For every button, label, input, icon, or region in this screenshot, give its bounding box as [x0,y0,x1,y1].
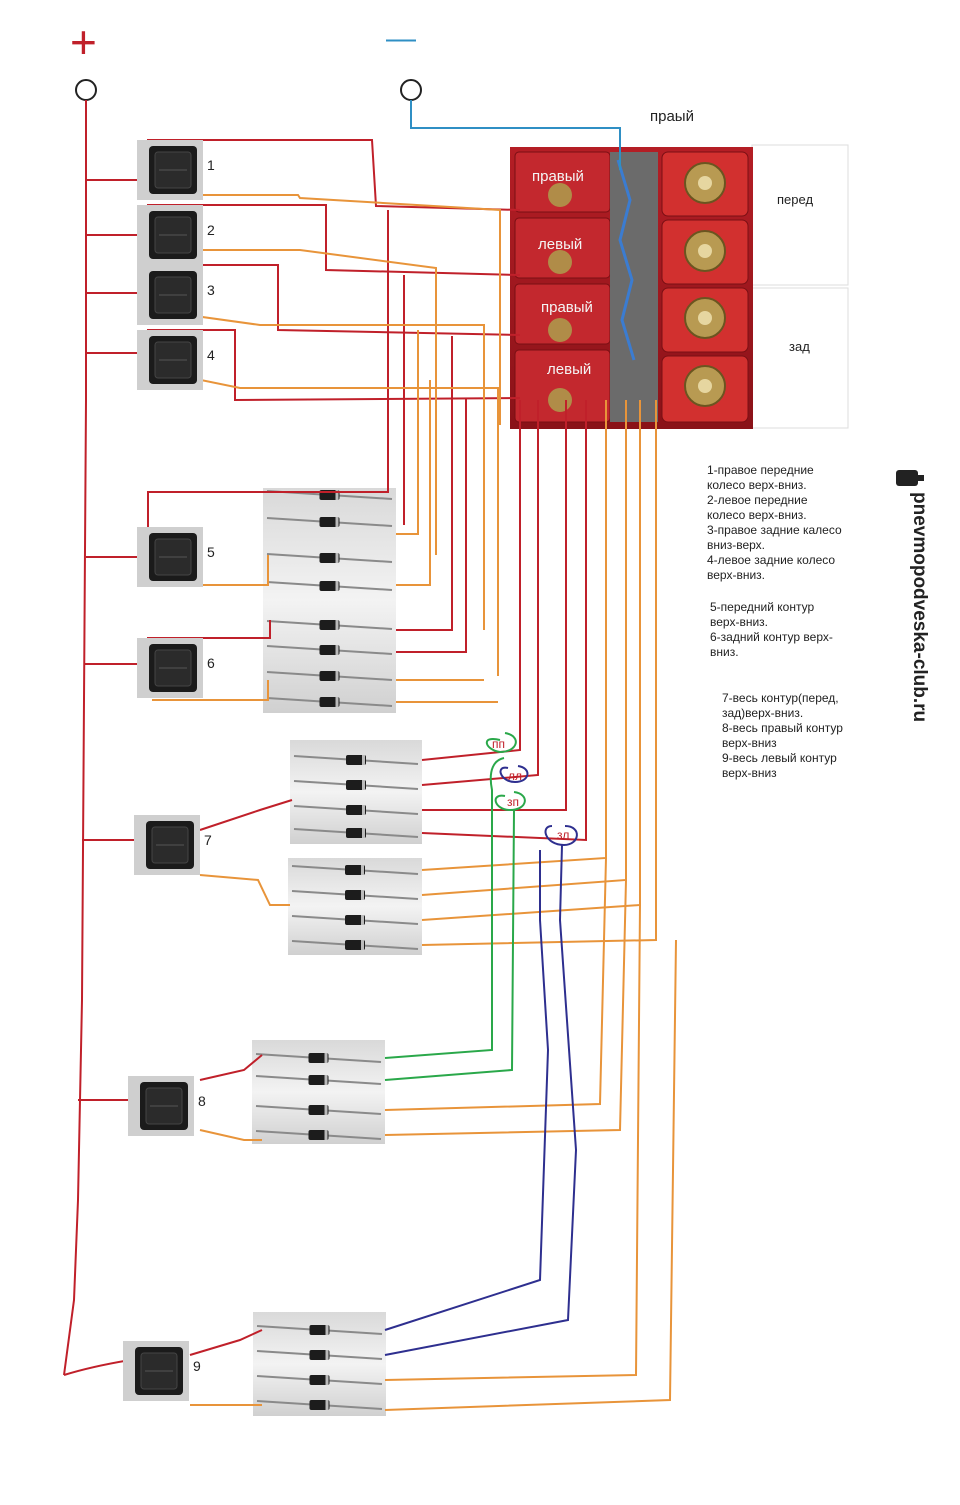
switch-label-7: 7 [204,832,212,848]
valve-block [510,144,849,429]
diode-20 [255,1130,382,1140]
diode-16 [291,940,419,950]
diode-19 [255,1105,382,1115]
diode-23 [256,1375,383,1385]
blue-wire [410,100,621,170]
switch-label-5: 5 [207,544,215,560]
diode-8 [266,697,393,707]
diode-11 [293,805,419,815]
plus-label: + [70,16,97,68]
diode-17 [255,1053,382,1063]
switch-9[interactable]: 9 [123,1341,201,1401]
switch-label-4: 4 [207,347,215,363]
watermark-text: pnevmopodveska-club.ru [909,492,928,722]
diode-2 [266,517,393,527]
diode-3 [266,553,393,563]
legend-full: 7-весь контур(перед, зад)верх-вниз. 8-ве… [722,691,843,780]
switch-6[interactable]: 6 [137,638,215,698]
switch-label-8: 8 [198,1093,206,1109]
switch-1[interactable]: 1 [137,140,215,200]
legend-circuits: 5-передний контур верх-вниз. 6-задний ко… [710,600,833,659]
diode-21 [256,1325,383,1335]
diode-9 [293,755,419,765]
diode-15 [291,915,419,925]
tag-ll: лл [508,769,522,783]
switch-5[interactable]: 5 [137,527,215,587]
diode-18 [255,1075,382,1085]
valve-top-label: праый [650,108,694,125]
switch-3[interactable]: 3 [137,265,215,325]
valve-label-2: левый [538,236,582,253]
diode-14 [291,890,419,900]
navy-wires [384,765,578,1356]
diode-24 [256,1400,383,1410]
switch-2[interactable]: 2 [137,205,215,265]
switch-label-2: 2 [207,222,215,238]
legend-wheels: 1-правое передние колесо верх-вниз. 2-ле… [707,463,842,582]
valve-label-4: левый [547,361,591,378]
tag-zp: зп [507,795,519,809]
diode-7 [266,671,393,681]
watermark-logo-icon [896,470,924,486]
green-wires [384,732,526,1081]
valve-label-1: правый [532,168,584,185]
diode-4 [266,581,393,591]
diode-22 [256,1350,383,1360]
switch-label-1: 1 [207,157,215,173]
diode-5 [266,620,393,630]
switch-7[interactable]: 7 [134,815,212,875]
diodes [255,490,419,1410]
minus-label: — [386,22,416,55]
minus-terminal [400,79,422,101]
front-label: перед [777,192,813,207]
diode-13 [291,865,419,875]
switches: 1 2 3 4 5 6 7 8 9 [123,140,215,1401]
diode-6 [266,645,393,655]
switch-4[interactable]: 4 [137,330,215,390]
plus-terminal [75,79,97,101]
diode-12 [293,828,419,838]
tag-zl: зл [557,828,569,842]
watermark: pnevmopodveska-club.ru [888,470,930,770]
switch-label-6: 6 [207,655,215,671]
rear-label: зад [789,339,810,354]
tag-pp: пп [492,737,505,751]
switch-8[interactable]: 8 [128,1076,206,1136]
switch-label-9: 9 [193,1358,201,1374]
valve-label-3: правый [541,299,593,316]
switch-label-3: 3 [207,282,215,298]
diode-10 [293,780,419,790]
